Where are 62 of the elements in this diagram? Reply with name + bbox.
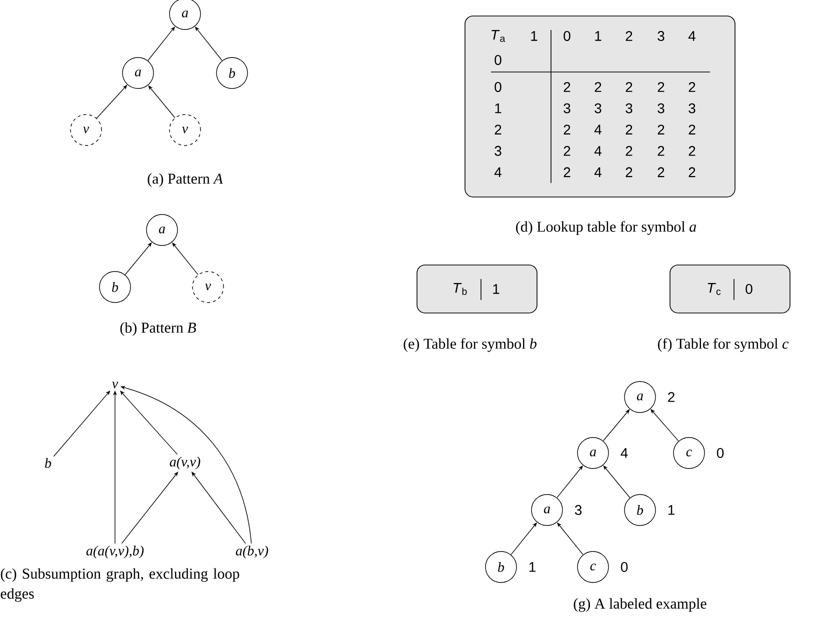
node-annotation: 2 xyxy=(668,392,674,402)
table-entry: 4 xyxy=(494,167,502,178)
node-annotation: 3 xyxy=(574,505,582,515)
table-entry: 2 xyxy=(626,167,632,178)
table-entry: 0 xyxy=(494,82,502,92)
caption: (c) Subsumption graph, excluding loop edges xyxy=(0,568,240,602)
table-entry: 3 xyxy=(626,103,632,114)
table-entry: 2 xyxy=(688,146,696,156)
node-annotation: 4 xyxy=(620,448,628,458)
caption: (f) Table for symbol c xyxy=(658,338,789,352)
arrow xyxy=(121,472,178,544)
table-entry: 2 xyxy=(564,124,570,134)
table-entry: 2 xyxy=(658,124,664,134)
table-entry: 4 xyxy=(594,146,602,156)
table-entry: 0 xyxy=(494,55,502,65)
caption: (d) Lookup table for symbol a xyxy=(516,221,696,235)
table-entry: 4 xyxy=(688,31,696,41)
table-entry: 3 xyxy=(688,103,696,114)
table-entry: 1 xyxy=(531,31,538,41)
term-label: b xyxy=(45,458,52,468)
term-label: v xyxy=(112,382,118,388)
caption: (b) Pattern B xyxy=(120,322,196,336)
table-entry: 0 xyxy=(746,284,752,294)
node-annotation: 0 xyxy=(716,448,724,458)
term-label: a(v,v) xyxy=(170,456,200,470)
table-entry: 3 xyxy=(594,103,602,114)
table-entry: 3 xyxy=(494,146,502,156)
table-entry: 2 xyxy=(658,82,664,92)
term-label: a(a(v,v),b) xyxy=(86,546,144,558)
table-entry: 2 xyxy=(658,167,664,178)
table-entry: 4 xyxy=(594,167,602,178)
table-entry: 1 xyxy=(493,284,500,294)
table-entry: 3 xyxy=(658,31,664,41)
term-label: a(b,v) xyxy=(236,546,268,558)
caption: (e) Table for symbol b xyxy=(404,338,536,352)
node-annotation: 1 xyxy=(668,505,674,515)
node-annotation: 0 xyxy=(620,562,628,572)
table-entry: 0 xyxy=(564,31,570,41)
table-entry: 2 xyxy=(626,124,632,134)
table-entry: 1 xyxy=(495,103,502,114)
table-entry: T$_{c}$ xyxy=(708,283,721,295)
table-entry: 2 xyxy=(594,82,602,92)
table-entry: 3 xyxy=(658,103,664,114)
table-entry: 2 xyxy=(564,167,570,178)
table-entry: 2 xyxy=(494,124,502,134)
table-entry: 3 xyxy=(564,103,570,114)
caption: (g) A labeled example xyxy=(574,598,706,612)
table-entry: 2 xyxy=(688,167,696,178)
table-entry: 1 xyxy=(595,31,602,41)
table-entry: 2 xyxy=(626,82,632,92)
caption: (a) Pattern A xyxy=(148,173,223,187)
table-entry: 2 xyxy=(564,82,570,92)
table-entry: 2 xyxy=(564,146,570,156)
node-annotation: 1 xyxy=(529,562,536,572)
table-entry: 2 xyxy=(688,82,696,92)
table-entry: 4 xyxy=(594,124,602,134)
table-entry: T$_{a}$ xyxy=(492,30,506,42)
table-entry: 2 xyxy=(688,124,696,134)
table-entry: T$_{b}$ xyxy=(454,283,467,295)
table-entry: 2 xyxy=(626,146,632,156)
table-entry: 2 xyxy=(658,146,664,156)
table-entry: 2 xyxy=(626,31,632,41)
